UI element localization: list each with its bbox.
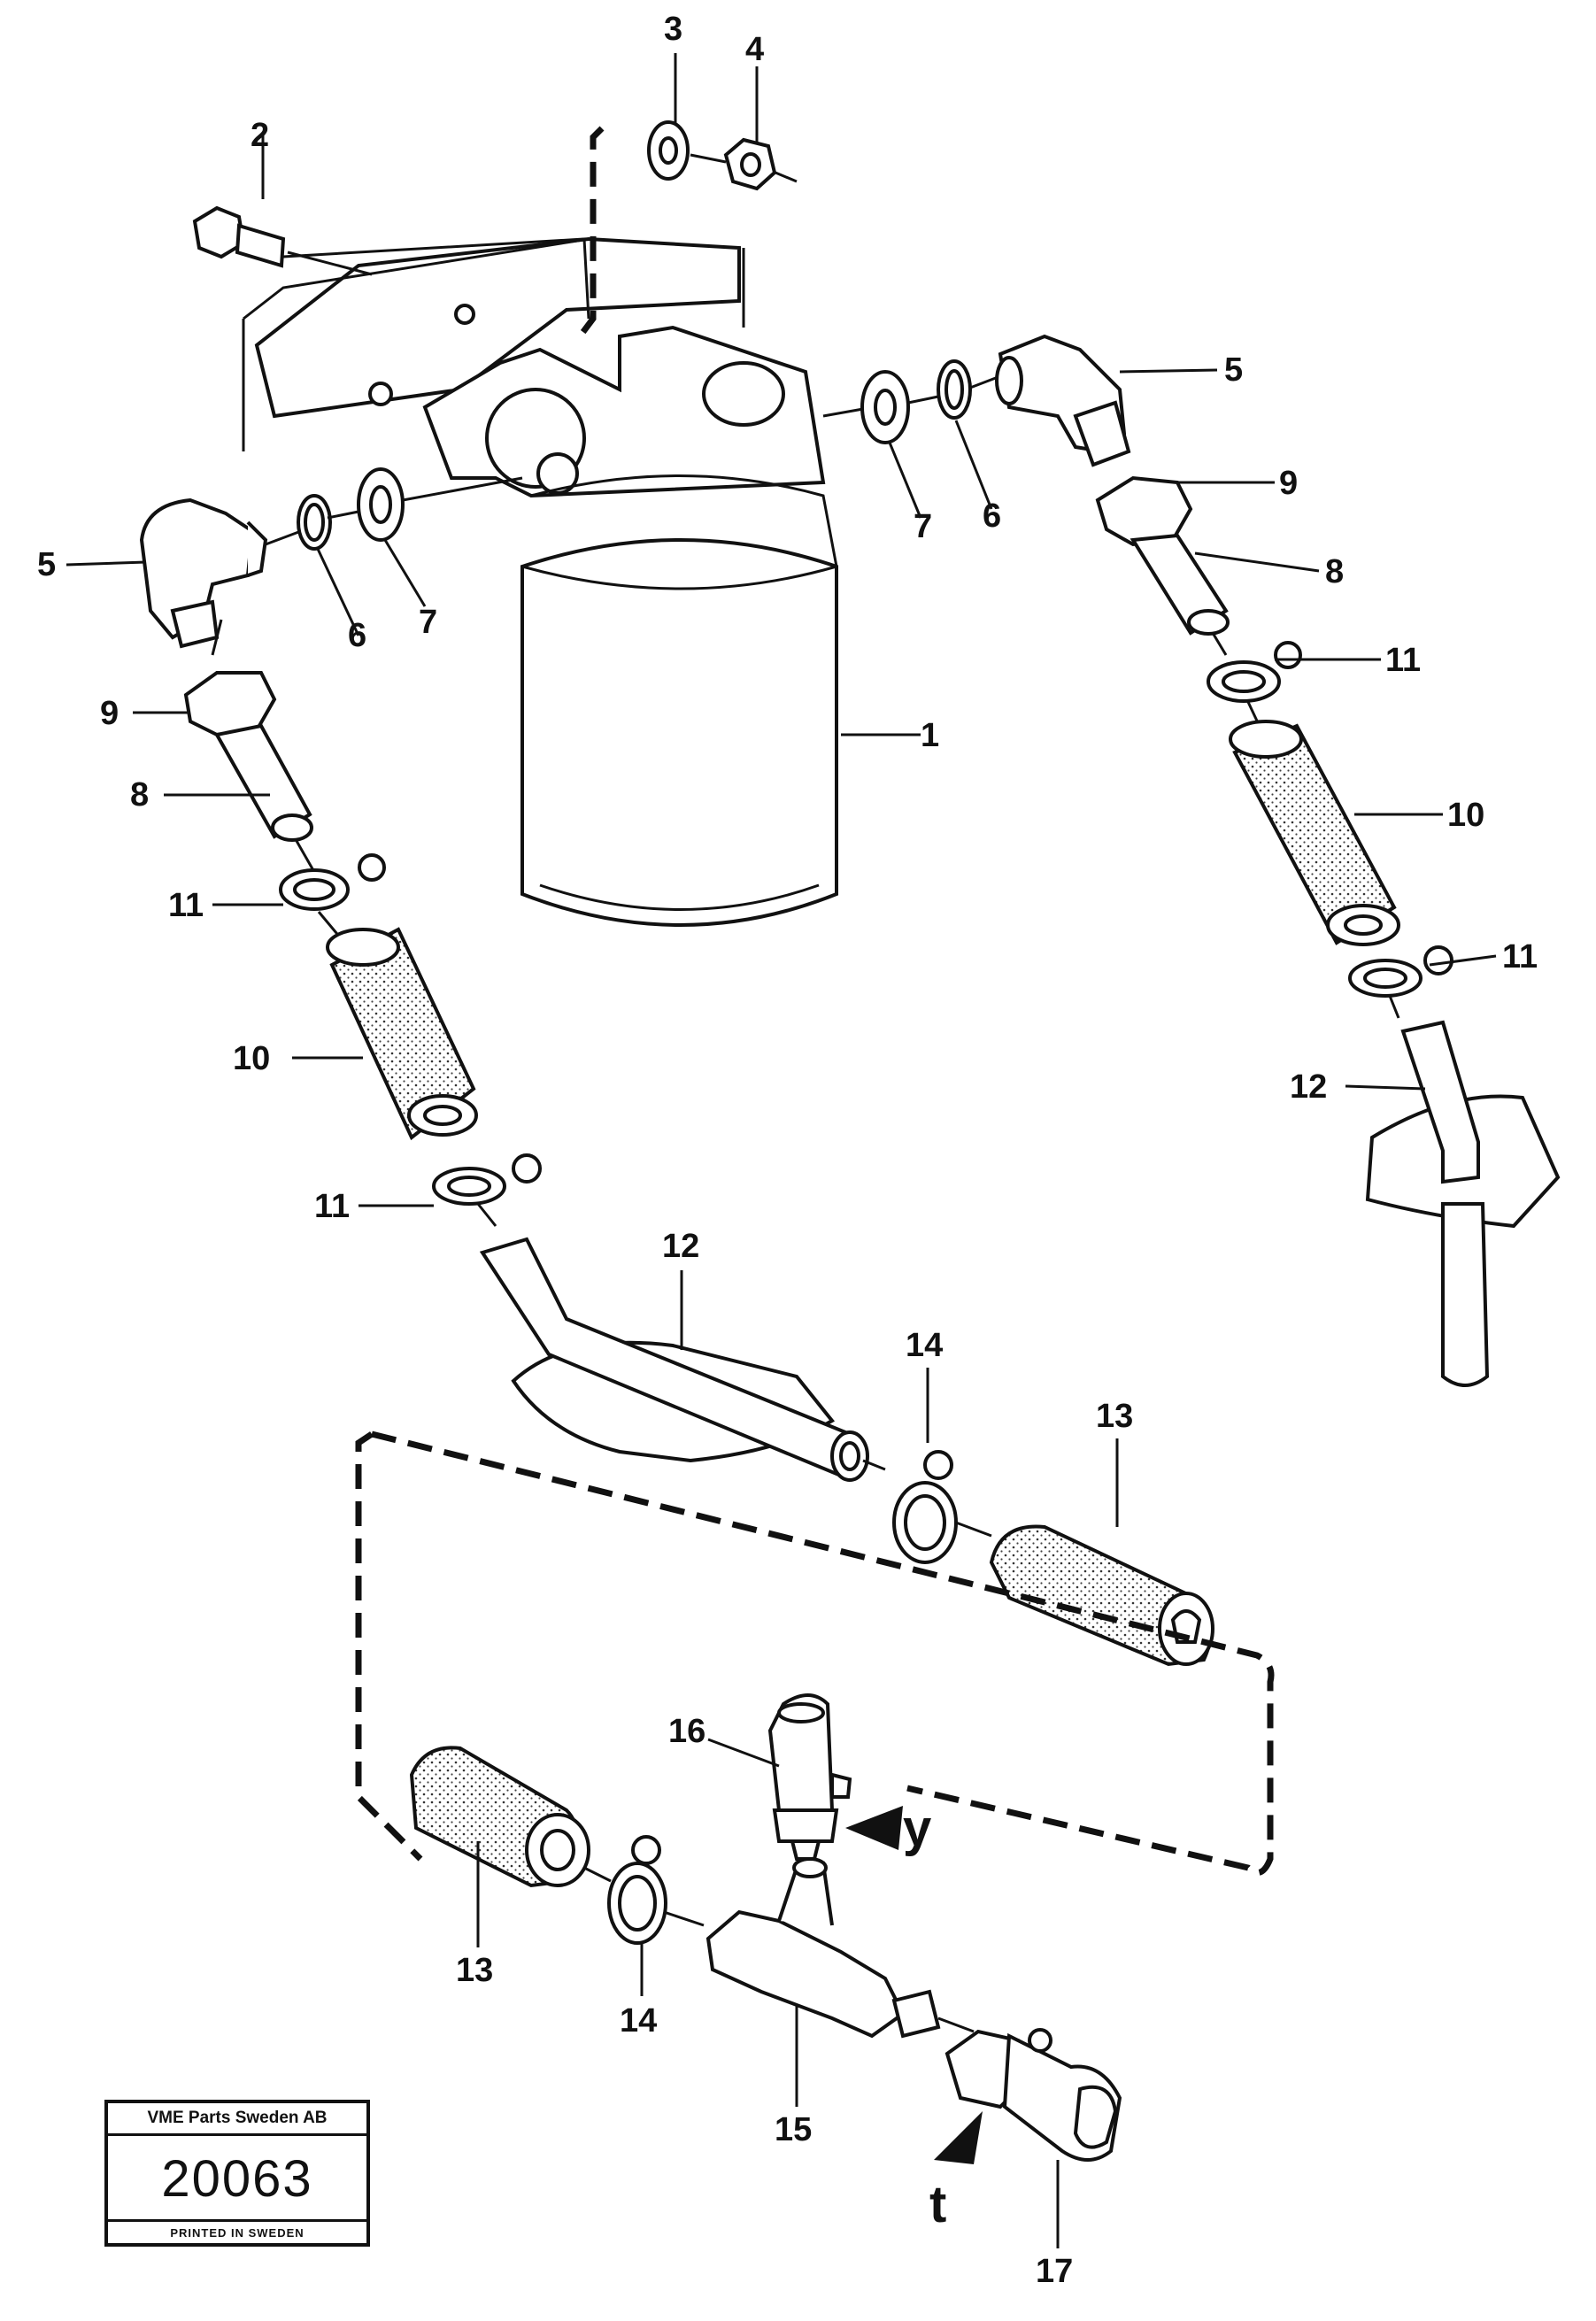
hose-clamp-11-lower-right (1348, 945, 1453, 1019)
sender-16 (767, 1693, 852, 1861)
arrow-y: y (845, 1800, 931, 1857)
stamp-printed-note: PRINTED IN SWEDEN (108, 2219, 366, 2240)
hose-connection-17 (944, 2028, 1122, 2162)
washer-3 (647, 120, 690, 181)
callout-3: 3 (664, 11, 682, 48)
hose-10-right (1229, 720, 1400, 946)
hose-clamp-11-upper-right (1207, 641, 1302, 731)
hose-10-left (326, 927, 478, 1141)
nut-4 (690, 137, 798, 191)
callout-labels: 1 2 3 4 5 5 6 6 7 7 8 8 9 9 10 10 11 11 … (37, 11, 1538, 2290)
stamp-drawing-number: 20063 (161, 2150, 313, 2208)
seal-ring-7-right (860, 370, 910, 444)
callout-9-left: 9 (100, 695, 119, 732)
callout-10-right: 10 (1447, 797, 1484, 834)
callout-6-left: 6 (348, 617, 366, 654)
callout-8-left: 8 (130, 776, 149, 814)
callout-5-left: 5 (37, 546, 56, 583)
callout-16: 16 (668, 1713, 705, 1750)
union-nut-9-right (1095, 475, 1193, 547)
tee-fitting-15 (705, 1857, 975, 2039)
dashed-connector (355, 1430, 1275, 1877)
nipple-8-right (1130, 533, 1230, 656)
elbow-fitting-left (139, 497, 302, 656)
leader-lines (66, 53, 1497, 2248)
arrow-label-y: y (903, 1800, 931, 1857)
stamp-company: VME Parts Sweden AB (108, 2109, 366, 2136)
arrow-t: t (929, 2111, 983, 2233)
arrow-label-t: t (929, 2176, 946, 2233)
callout-1: 1 (921, 717, 939, 754)
callout-15: 15 (775, 2111, 812, 2148)
callout-11-lower-right: 11 (1502, 938, 1538, 975)
hose-clamp-14-lower (583, 1835, 705, 1945)
callout-8-right: 8 (1325, 553, 1344, 590)
nipple-8-left (213, 723, 316, 873)
hose-clamp-14-upper (892, 1450, 992, 1564)
bolt (192, 205, 373, 276)
elbow-fitting-right (995, 334, 1131, 467)
callout-6-right: 6 (983, 497, 1001, 535)
hose-13-lower (409, 1746, 590, 1888)
oil-filter (422, 325, 838, 927)
callout-13-upper: 13 (1096, 1398, 1133, 1435)
pipe-12-lower (479, 1237, 886, 1482)
callout-7-right: 7 (914, 508, 932, 545)
callout-2: 2 (251, 117, 269, 154)
hose-clamp-11-lower-left (432, 1153, 542, 1227)
callout-11-lower-left: 11 (314, 1188, 350, 1225)
callout-14-lower: 14 (620, 2002, 657, 2040)
o-ring-6-right (822, 359, 1001, 420)
mounting-bracket (242, 236, 745, 451)
callout-10-left: 10 (233, 1040, 270, 1077)
callout-4: 4 (745, 31, 764, 68)
callout-13-lower: 13 (456, 1952, 493, 1989)
callout-14-upper: 14 (906, 1327, 943, 1364)
callout-11-upper-right: 11 (1385, 642, 1421, 679)
pipe-12-right (1365, 1020, 1561, 1387)
dashed-bracket (577, 126, 605, 339)
callout-12-right: 12 (1290, 1068, 1327, 1106)
callout-11-upper-left: 11 (168, 887, 204, 924)
union-nut-9-left (183, 671, 277, 737)
callout-5-right: 5 (1224, 351, 1243, 389)
hose-clamp-11-upper-left (279, 853, 386, 939)
callout-12-lower: 12 (662, 1228, 699, 1265)
callout-7-left: 7 (419, 604, 437, 641)
callout-9-right: 9 (1279, 465, 1298, 502)
callout-17: 17 (1036, 2253, 1073, 2290)
seal-ring-7-left (327, 467, 523, 542)
drawing-stamp: VME Parts Sweden AB 20063 PRINTED IN SWE… (104, 2100, 370, 2247)
o-ring-6-left (297, 494, 332, 551)
